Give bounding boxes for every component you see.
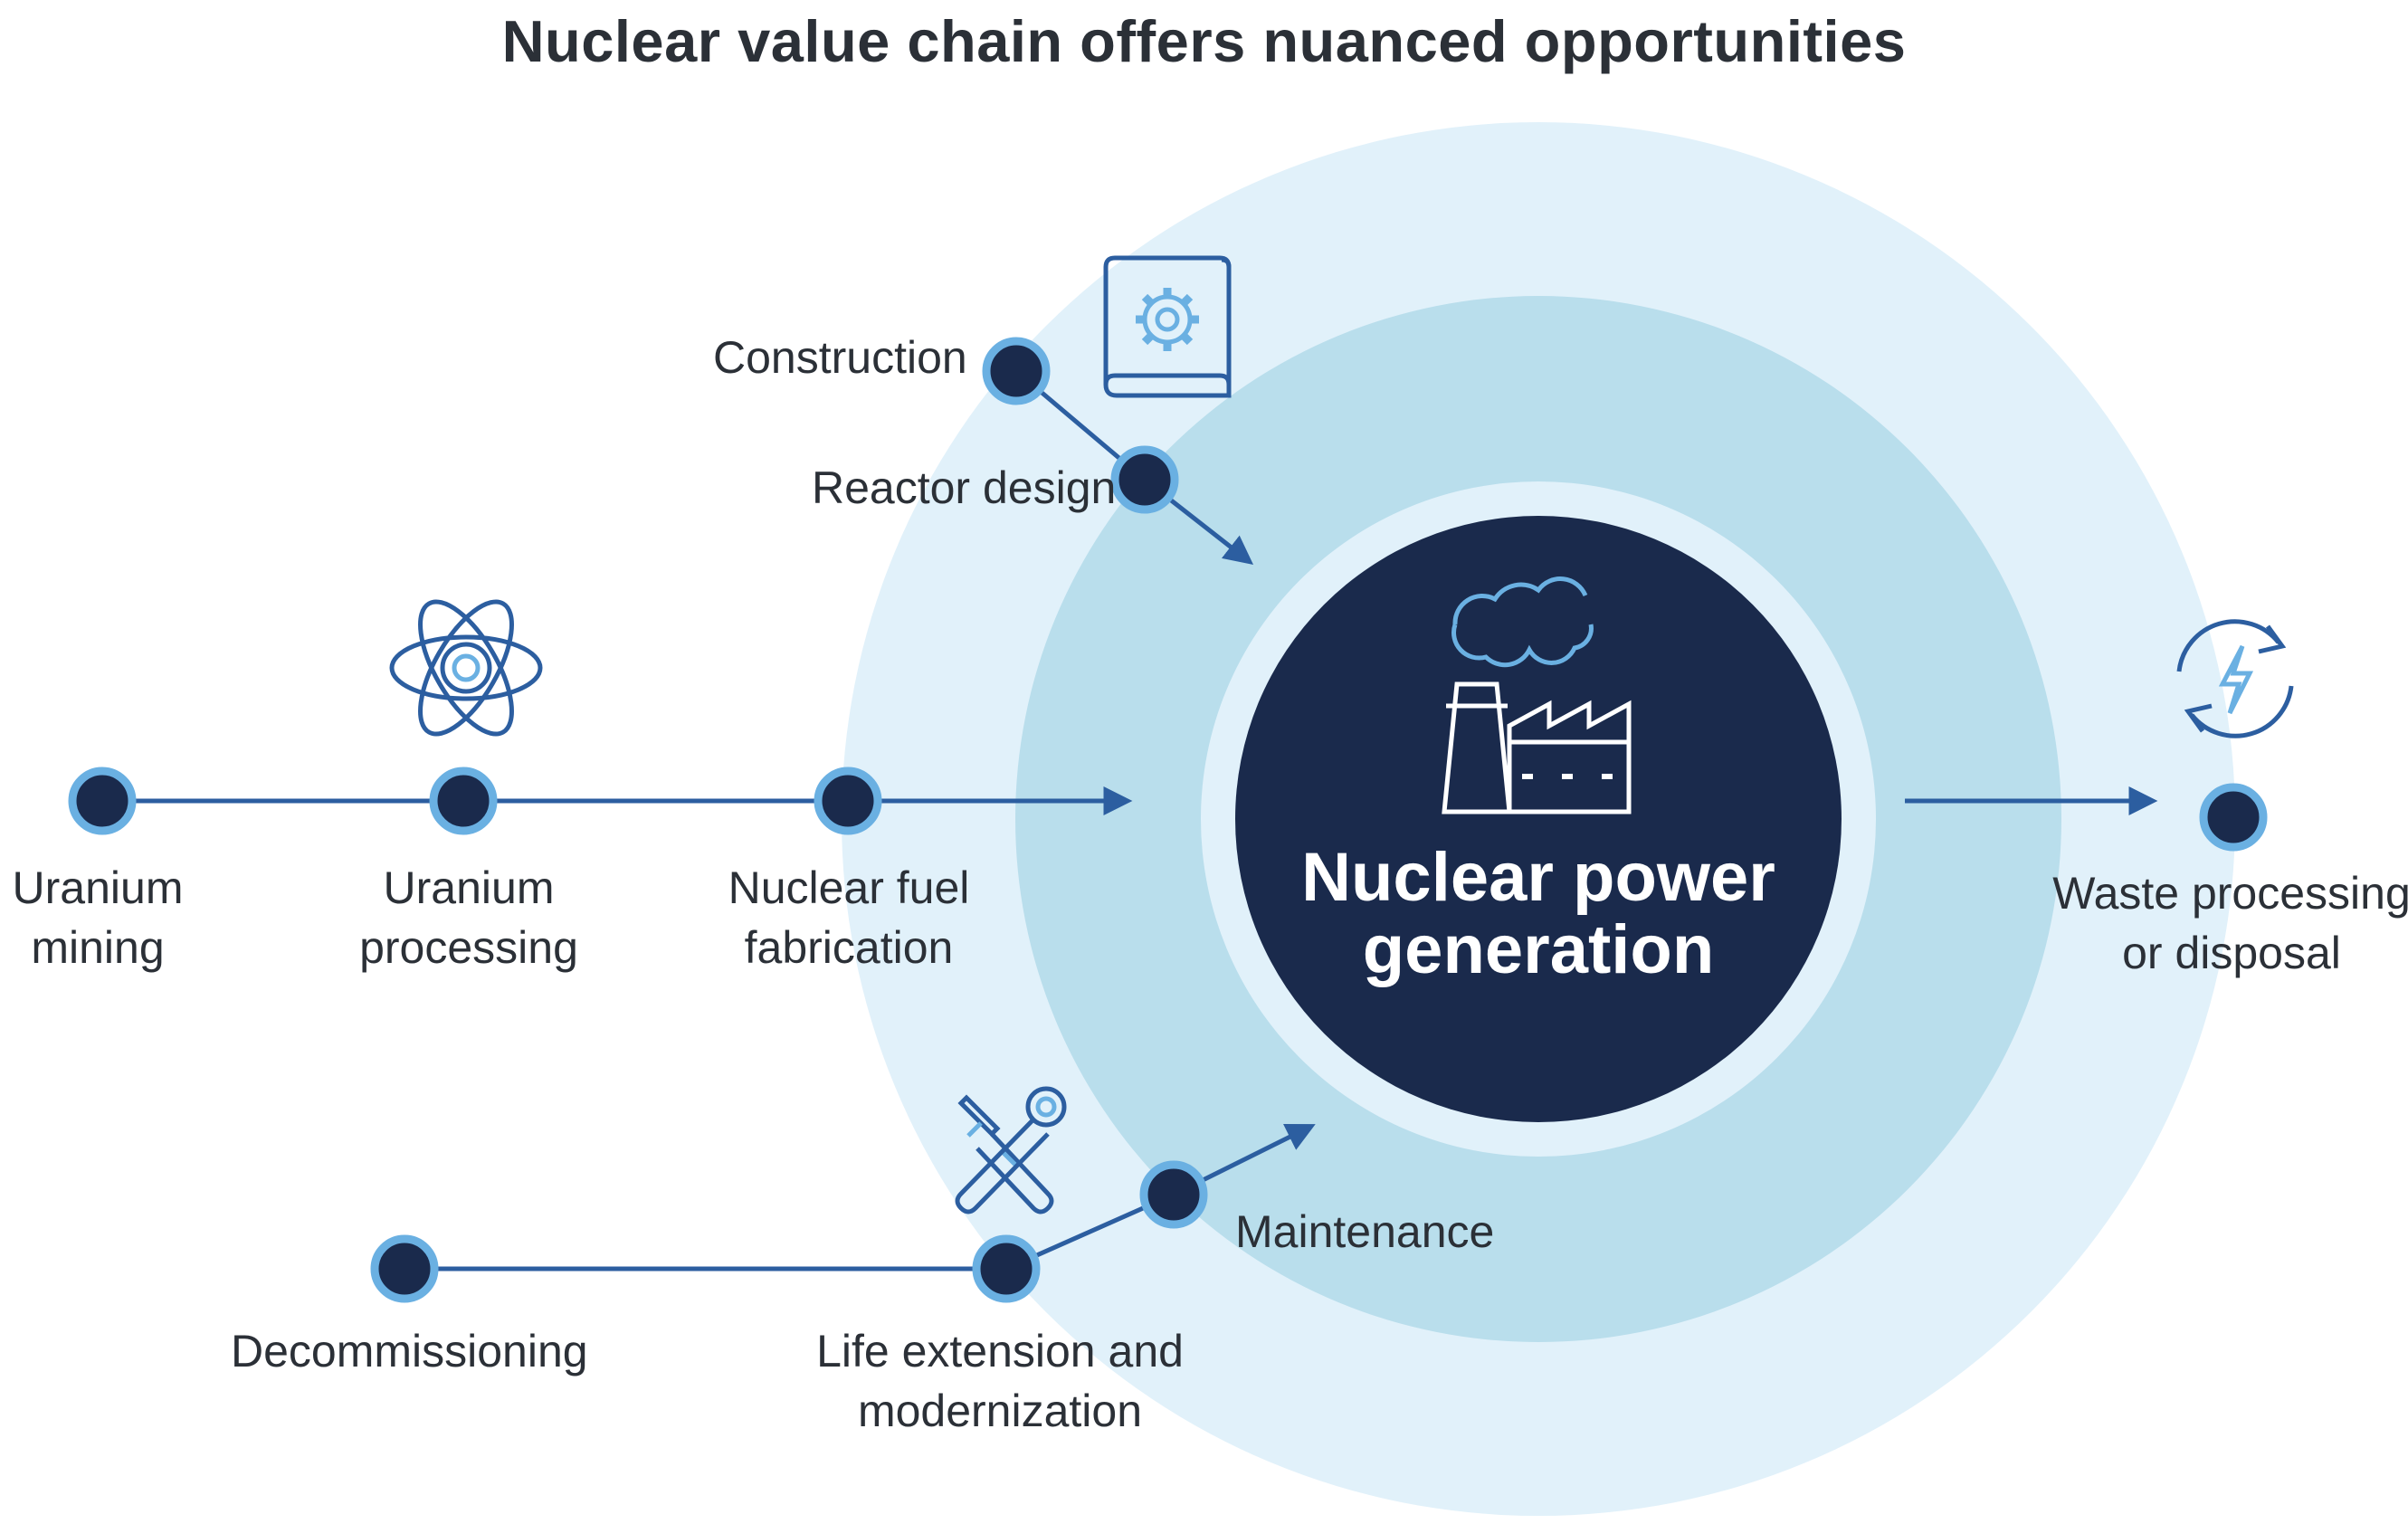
node-maintenance <box>1139 1160 1208 1229</box>
center-circle <box>1235 516 1842 1122</box>
node-uranium-mining <box>68 767 137 835</box>
label-nuclear-fuel-fabrication: Nuclear fuel fabrication <box>728 862 970 973</box>
center-label-line2: generation <box>1362 911 1715 988</box>
label-life-extension: Life extension and modernization <box>816 1326 1184 1436</box>
label-maintenance: Maintenance <box>1235 1206 1495 1257</box>
node-reactor-design <box>1110 445 1179 514</box>
nuclear-plant-icon <box>1442 576 1632 814</box>
tools-icon <box>955 1086 1067 1214</box>
page-title: Nuclear value chain offers nuanced oppor… <box>501 8 1907 74</box>
label-construction: Construction <box>713 332 967 383</box>
label-uranium-mining: Uranium mining <box>12 862 184 973</box>
label-reactor-design: Reactor design <box>812 462 1117 513</box>
node-life-extension <box>972 1234 1041 1303</box>
recycle-energy-icon <box>2176 619 2294 738</box>
center-label-line1: Nuclear power <box>1301 839 1775 916</box>
center-label: Nuclear power generation <box>1249 842 1828 986</box>
node-nuclear-fuel-fabrication <box>814 767 882 835</box>
node-decommissioning <box>370 1234 439 1303</box>
label-decommissioning: Decommissioning <box>231 1326 588 1376</box>
label-uranium-processing: Uranium processing <box>359 862 578 973</box>
atom-icon <box>389 599 543 737</box>
node-uranium-processing <box>429 767 498 835</box>
label-waste-processing: Waste processing or disposal <box>2052 868 2408 978</box>
node-construction <box>982 337 1051 405</box>
blueprint-gear-icon <box>1103 255 1232 398</box>
node-waste-processing <box>2199 783 2268 852</box>
